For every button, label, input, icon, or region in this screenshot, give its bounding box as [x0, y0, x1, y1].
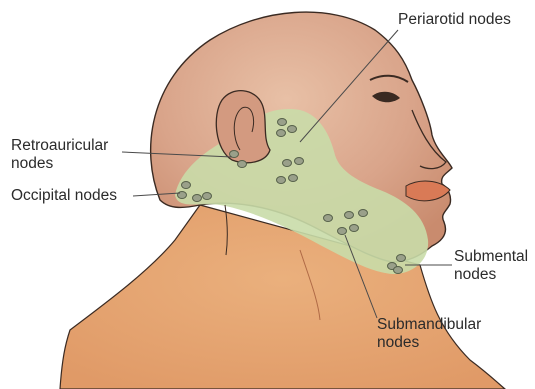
- label-retroauricular-nodes: Retroauricular nodes: [11, 137, 108, 173]
- periarotid-node: [288, 126, 297, 133]
- periarotid-node: [277, 177, 286, 184]
- submental-node: [397, 255, 406, 262]
- submandibular-node: [345, 212, 354, 219]
- label-submental-nodes: Submental nodes: [454, 248, 528, 284]
- retroauricular-node: [238, 161, 247, 168]
- occipital-node: [203, 193, 212, 200]
- submandibular-node: [359, 210, 368, 217]
- periarotid-node: [283, 160, 292, 167]
- submental-node: [394, 267, 403, 274]
- occipital-node: [178, 192, 187, 199]
- label-submandibular-nodes: Submandibular nodes: [377, 316, 481, 352]
- submandibular-node: [350, 225, 359, 232]
- submandibular-node: [324, 215, 333, 222]
- periarotid-node: [289, 175, 298, 182]
- label-occipital-nodes: Occipital nodes: [11, 187, 117, 205]
- periarotid-node: [277, 130, 286, 137]
- periarotid-node: [278, 119, 287, 126]
- periarotid-node: [295, 158, 304, 165]
- submandibular-node: [338, 228, 347, 235]
- label-periarotid-nodes: Periarotid nodes: [398, 11, 511, 29]
- occipital-node: [193, 195, 202, 202]
- occipital-node: [182, 182, 191, 189]
